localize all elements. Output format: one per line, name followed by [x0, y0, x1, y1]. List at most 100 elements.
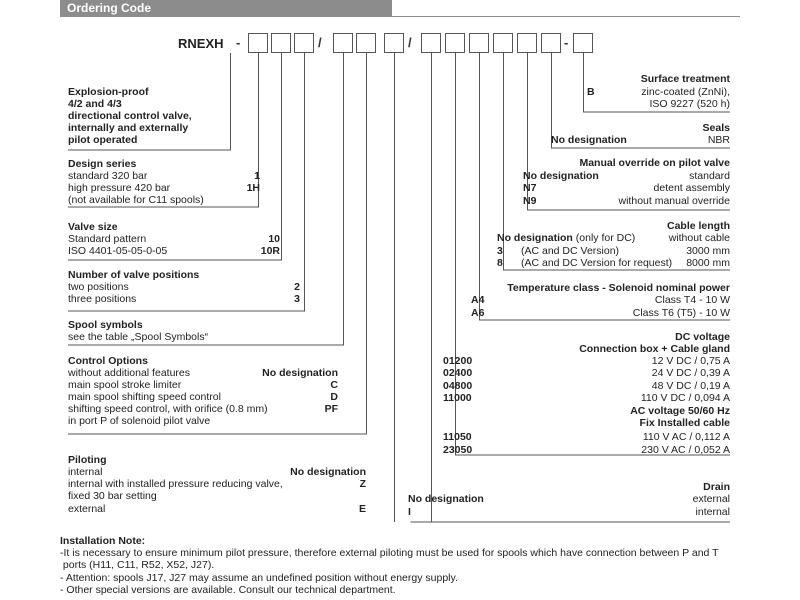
control-options-title: Control Options [68, 355, 148, 367]
surface-code: B [587, 86, 595, 98]
installation-note-line: ports (H11, C11, R52, X52, J27). [60, 559, 215, 571]
drain-code: No designation [408, 493, 484, 505]
override-code: N9 [523, 195, 537, 207]
temperature-code: A4 [471, 294, 485, 306]
positions-label: three positions [68, 293, 137, 305]
design-series-note: (not available for C11 spools) [68, 194, 204, 206]
control-options-label: without additional features [68, 367, 190, 379]
piloting-code: Z [359, 478, 366, 490]
code-box-seals [541, 33, 561, 53]
installation-note-line: - Other special versions are available. … [60, 584, 396, 596]
code-box-positions [294, 33, 314, 53]
ac-voltage-value: 110 V AC / 0,112 A [642, 431, 730, 443]
dc-voltage-subtitle: Connection box + Cable gland [579, 343, 730, 355]
temperature-value: Class T6 (T5) - 10 W [632, 307, 730, 319]
dc-voltage-value: 12 V DC / 0,75 A [651, 355, 730, 367]
code-box-cable [493, 33, 513, 53]
installation-note-line: - Attention: spools J17, J27 may assume … [60, 572, 458, 584]
ac-voltage-code: 11050 [443, 431, 472, 443]
code-box-voltage [445, 33, 465, 53]
control-options-code: D [330, 391, 338, 403]
code-box-control [356, 33, 376, 53]
design-series-code: 1H [246, 182, 260, 194]
control-options-code: No designation [262, 367, 338, 379]
seals-value: NBR [707, 134, 730, 146]
code-separator-dash: - [564, 35, 569, 50]
piloting-title: Piloting [68, 454, 107, 466]
ac-voltage-code: 23050 [443, 444, 473, 456]
design-series-code: 1 [254, 170, 260, 182]
code-separator-slash: / [408, 35, 412, 50]
code-separator-dash: - [236, 35, 241, 50]
override-code: No designation [523, 170, 599, 182]
cable-note: (only for DC) [575, 232, 636, 244]
code-separator-slash: / [318, 35, 322, 50]
cable-row-0: No designation (only for DC) [497, 232, 635, 244]
piloting-label: external [68, 503, 106, 515]
surface-title: Surface treatment [640, 73, 730, 85]
positions-title: Number of valve positions [68, 269, 200, 281]
explosion-line-3: directional control valve, [68, 110, 192, 122]
dc-voltage-value: 110 V DC / 0,094 A [640, 392, 730, 404]
explosion-line-2: 4/2 and 4/3 [68, 98, 122, 110]
positions-code: 3 [294, 293, 300, 305]
code-box-size [271, 33, 291, 53]
control-options-note: in port P of solenoid pilot valve [68, 415, 211, 427]
valve-size-code: 10R [260, 245, 280, 257]
code-box-temperature [469, 33, 489, 53]
spool-symbols-title: Spool symbols [68, 319, 143, 331]
valve-size-label: ISO 4401-05-05-0-05 [68, 245, 168, 257]
design-series-title: Design series [68, 158, 137, 170]
seals-title: Seals [702, 122, 730, 134]
piloting-label: internal with installed pressure reducin… [68, 478, 283, 490]
code-box-override [517, 33, 537, 53]
piloting-code: E [358, 503, 366, 515]
cable-note: (AC and DC Version) [521, 245, 620, 257]
explosion-line-5: pilot operated [68, 134, 138, 146]
ac-voltage-value: 230 V AC / 0,052 A [641, 444, 730, 456]
dc-voltage-code: 04800 [443, 380, 473, 392]
cable-value: 3000 mm [686, 245, 730, 257]
header-rule [60, 16, 740, 17]
code-prefix: RNEXH [178, 36, 224, 51]
code-box-design [248, 33, 268, 53]
cable-code: 8 [497, 257, 503, 269]
dc-voltage-code: 02400 [443, 367, 473, 379]
section-header: Ordering Code [60, 0, 392, 17]
cable-value: 8000 mm [686, 257, 730, 269]
cable-code: 3 [497, 245, 503, 257]
override-value: standard [689, 170, 730, 182]
code-box-drain [421, 33, 441, 53]
installation-note-title: Installation Note: [60, 535, 146, 547]
drain-code: I [408, 506, 411, 518]
ac-voltage-subtitle: Fix Installed cable [639, 417, 730, 429]
surface-line-1: zinc-coated (ZnNi), [641, 86, 730, 98]
valve-size-label: Standard pattern [68, 233, 147, 245]
control-options-code: PF [324, 403, 338, 415]
explosion-line-1: Explosion-proof [68, 86, 149, 98]
ac-voltage-title: AC voltage 50/60 Hz [630, 405, 730, 417]
temperature-code: A6 [471, 307, 485, 319]
code-box-spool [333, 33, 353, 53]
piloting-label: internal [68, 466, 103, 478]
surface-line-2: ISO 9227 (520 h) [649, 98, 730, 110]
control-options-code: C [330, 379, 338, 391]
positions-label: two positions [68, 281, 129, 293]
explosion-line-4: internally and externally [68, 122, 189, 134]
piloting-label: fixed 30 bar setting [68, 490, 157, 502]
cable-title: Cable length [666, 220, 730, 232]
design-series-label: standard 320 bar [68, 170, 148, 182]
override-value: detent assembly [653, 182, 730, 194]
dc-voltage-title: DC voltage [675, 331, 730, 343]
dc-voltage-code: 01200 [443, 355, 473, 367]
drain-value: internal [695, 506, 730, 518]
valve-size-title: Valve size [68, 221, 118, 233]
cable-note: (AC and DC Version for request) [521, 257, 673, 269]
cable-code: No designation [497, 232, 573, 244]
code-box-piloting [384, 33, 404, 53]
dc-voltage-code: 11000 [443, 392, 472, 404]
temperature-value: Class T4 - 10 W [654, 294, 730, 306]
spool-symbols-text: see the table „Spool Symbols“ [68, 331, 209, 343]
positions-code: 2 [294, 281, 300, 293]
